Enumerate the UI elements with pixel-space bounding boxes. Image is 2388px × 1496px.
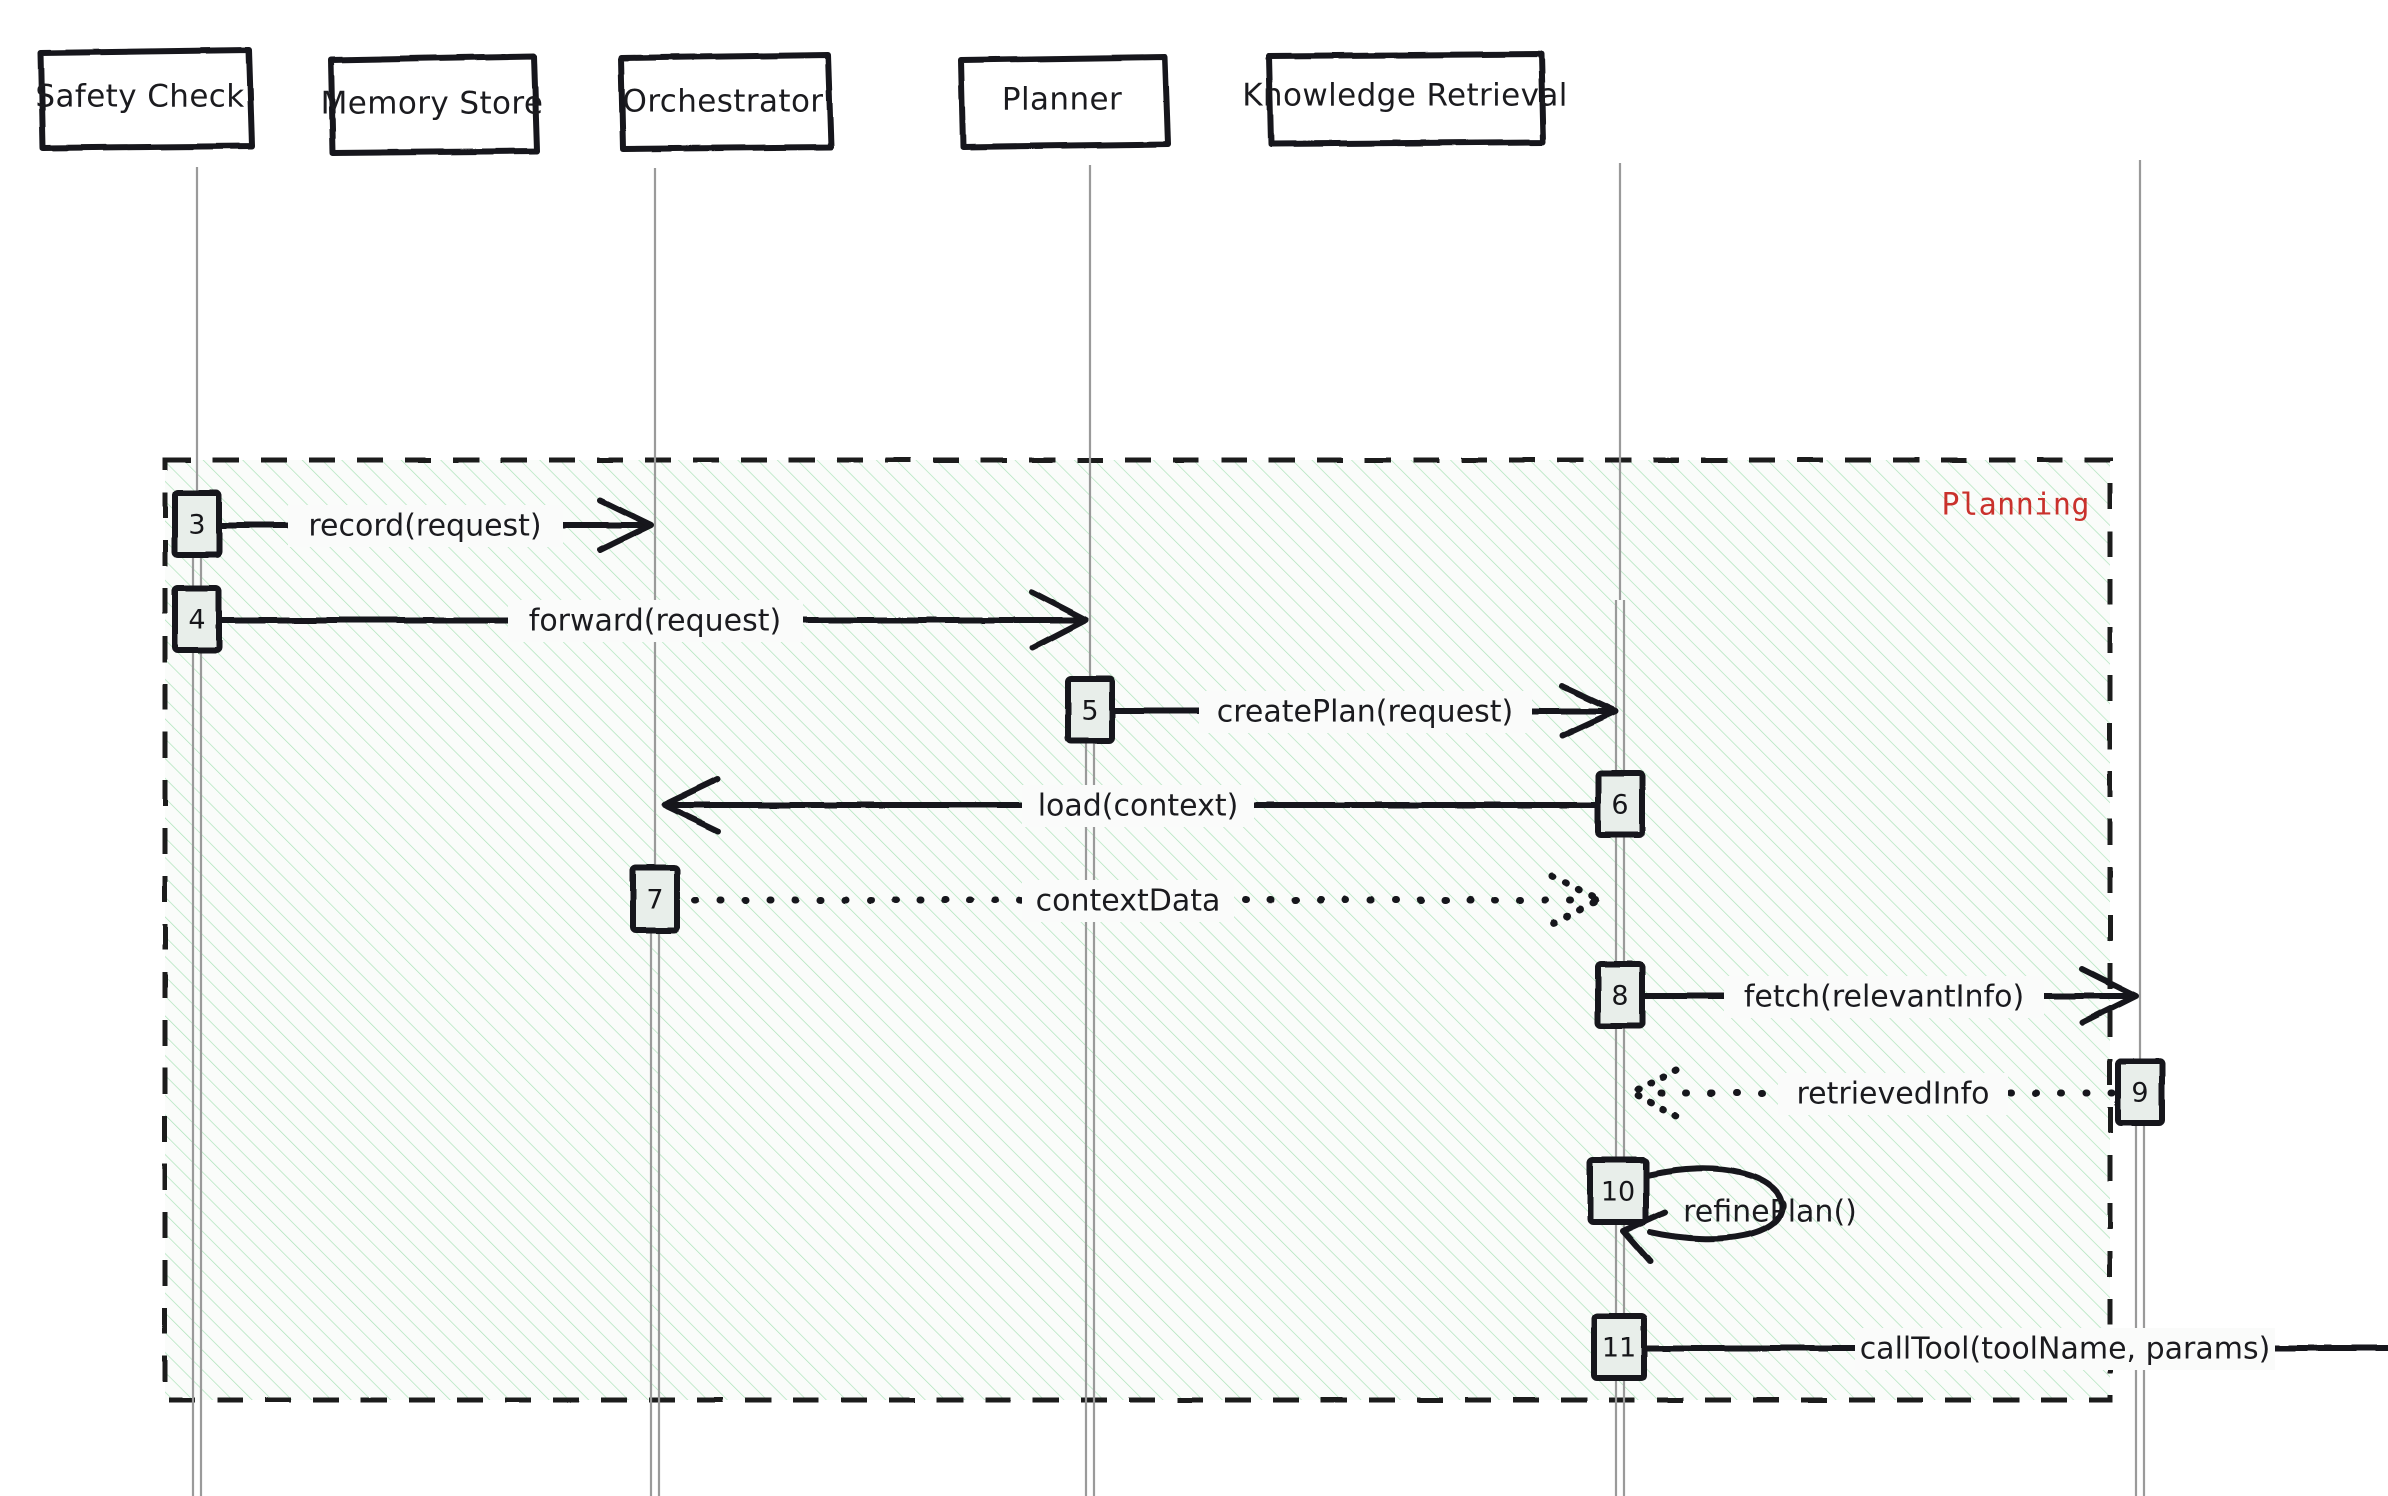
- label-bg-6: [1022, 785, 1254, 827]
- message-label-10: refinePlan(): [1683, 1195, 1857, 1230]
- badge-3-number: 3: [188, 510, 205, 541]
- badge-8-number: 8: [1611, 981, 1628, 1012]
- message-10-arrowhead: [1620, 1209, 1668, 1265]
- label-bg-11: [1855, 1328, 2275, 1370]
- participant-box-safety[interactable]: [38, 47, 255, 151]
- label-bg-5: [1199, 691, 1532, 733]
- badge-8[interactable]: 8: [1595, 961, 1645, 1029]
- badge-8-box: [1595, 961, 1645, 1029]
- badge-10-box: [1587, 1157, 1649, 1225]
- message-6-arrowhead: [661, 776, 721, 834]
- badge-4[interactable]: 4: [172, 585, 222, 653]
- message-5-arrowhead: [1559, 683, 1619, 739]
- participant-box-memory[interactable]: [328, 53, 540, 156]
- badge-4-box: [172, 585, 222, 653]
- participant-box-knowledge[interactable]: [1266, 51, 1546, 147]
- badge-6[interactable]: 6: [1595, 770, 1645, 838]
- fragment-label-planning: Planning: [1942, 488, 2091, 523]
- badge-3-box: [172, 490, 222, 558]
- message-3-arrowhead: [597, 497, 654, 553]
- badge-11-number: 11: [1602, 1333, 1636, 1364]
- label-bg-9: [1778, 1073, 2008, 1115]
- message-label-3: record(request): [308, 509, 541, 544]
- message-label-5: createPlan(request): [1217, 695, 1514, 730]
- message-8-arrowhead: [2079, 966, 2139, 1026]
- participant-boxes: [38, 47, 1546, 156]
- badge-6-box: [1595, 770, 1645, 838]
- message-label-8: fetch(relevantInfo): [1744, 980, 2024, 1015]
- label-bg-8: [1724, 976, 2044, 1018]
- badge-7-number: 7: [646, 885, 663, 916]
- badge-5-box: [1065, 676, 1115, 744]
- sequence-badges: 3 4 5 6 7 8: [172, 490, 2165, 1381]
- message-10-loop: [1642, 1165, 1785, 1242]
- message-label-11: callTool(toolName, params): [1860, 1332, 2271, 1367]
- badge-9[interactable]: 9: [2115, 1058, 2165, 1126]
- message-label-7: contextData: [1036, 884, 1221, 919]
- message-9-arrowhead: [1624, 1066, 1680, 1120]
- message-label-6: load(context): [1038, 789, 1239, 824]
- badge-6-number: 6: [1611, 790, 1628, 821]
- label-bg-4: [508, 600, 803, 642]
- badge-4-number: 4: [188, 605, 205, 636]
- participant-label-planner: Planner: [1002, 82, 1122, 118]
- badge-11-box: [1591, 1313, 1647, 1381]
- message-10[interactable]: [1620, 1165, 1785, 1265]
- message-label-4: forward(request): [529, 604, 781, 639]
- message-4-arrowhead: [1029, 589, 1089, 651]
- badge-9-box: [2115, 1058, 2165, 1126]
- label-bg-7: [1022, 880, 1234, 922]
- badge-3[interactable]: 3: [172, 490, 222, 558]
- message-label-9: retrievedInfo: [1796, 1077, 1989, 1112]
- label-bg-3: [288, 505, 563, 547]
- fragment-planning: [162, 457, 2113, 1403]
- fragment-border: [162, 457, 2113, 1403]
- badge-7[interactable]: 7: [630, 865, 680, 933]
- participant-box-orchestrator[interactable]: [618, 52, 834, 152]
- fragment-hatch: [165, 460, 2110, 1400]
- participant-label-knowledge: Knowledge Retrieval: [1242, 78, 1568, 114]
- badge-10-number: 10: [1601, 1177, 1635, 1208]
- badge-9-number: 9: [2131, 1078, 2148, 1109]
- participant-label-memory: Memory Store: [321, 86, 544, 122]
- message-labels: record(request) forward(request) createP…: [288, 505, 2275, 1370]
- message-7[interactable]: [678, 872, 1608, 928]
- badge-5-number: 5: [1081, 696, 1098, 727]
- badge-5[interactable]: 5: [1065, 676, 1115, 744]
- participant-labels: Safety Check Memory Store Orchestrator P…: [35, 78, 1567, 122]
- message-7-arrowhead: [1548, 872, 1608, 928]
- badge-7-box: [630, 865, 680, 933]
- message-9[interactable]: [1624, 1066, 2116, 1120]
- participant-label-orchestrator: Orchestrator: [623, 84, 824, 120]
- badge-10[interactable]: 10: [1587, 1157, 1649, 1225]
- participant-label-safety: Safety Check: [35, 79, 244, 115]
- badge-11[interactable]: 11: [1591, 1313, 1647, 1381]
- participant-box-planner[interactable]: [958, 54, 1171, 150]
